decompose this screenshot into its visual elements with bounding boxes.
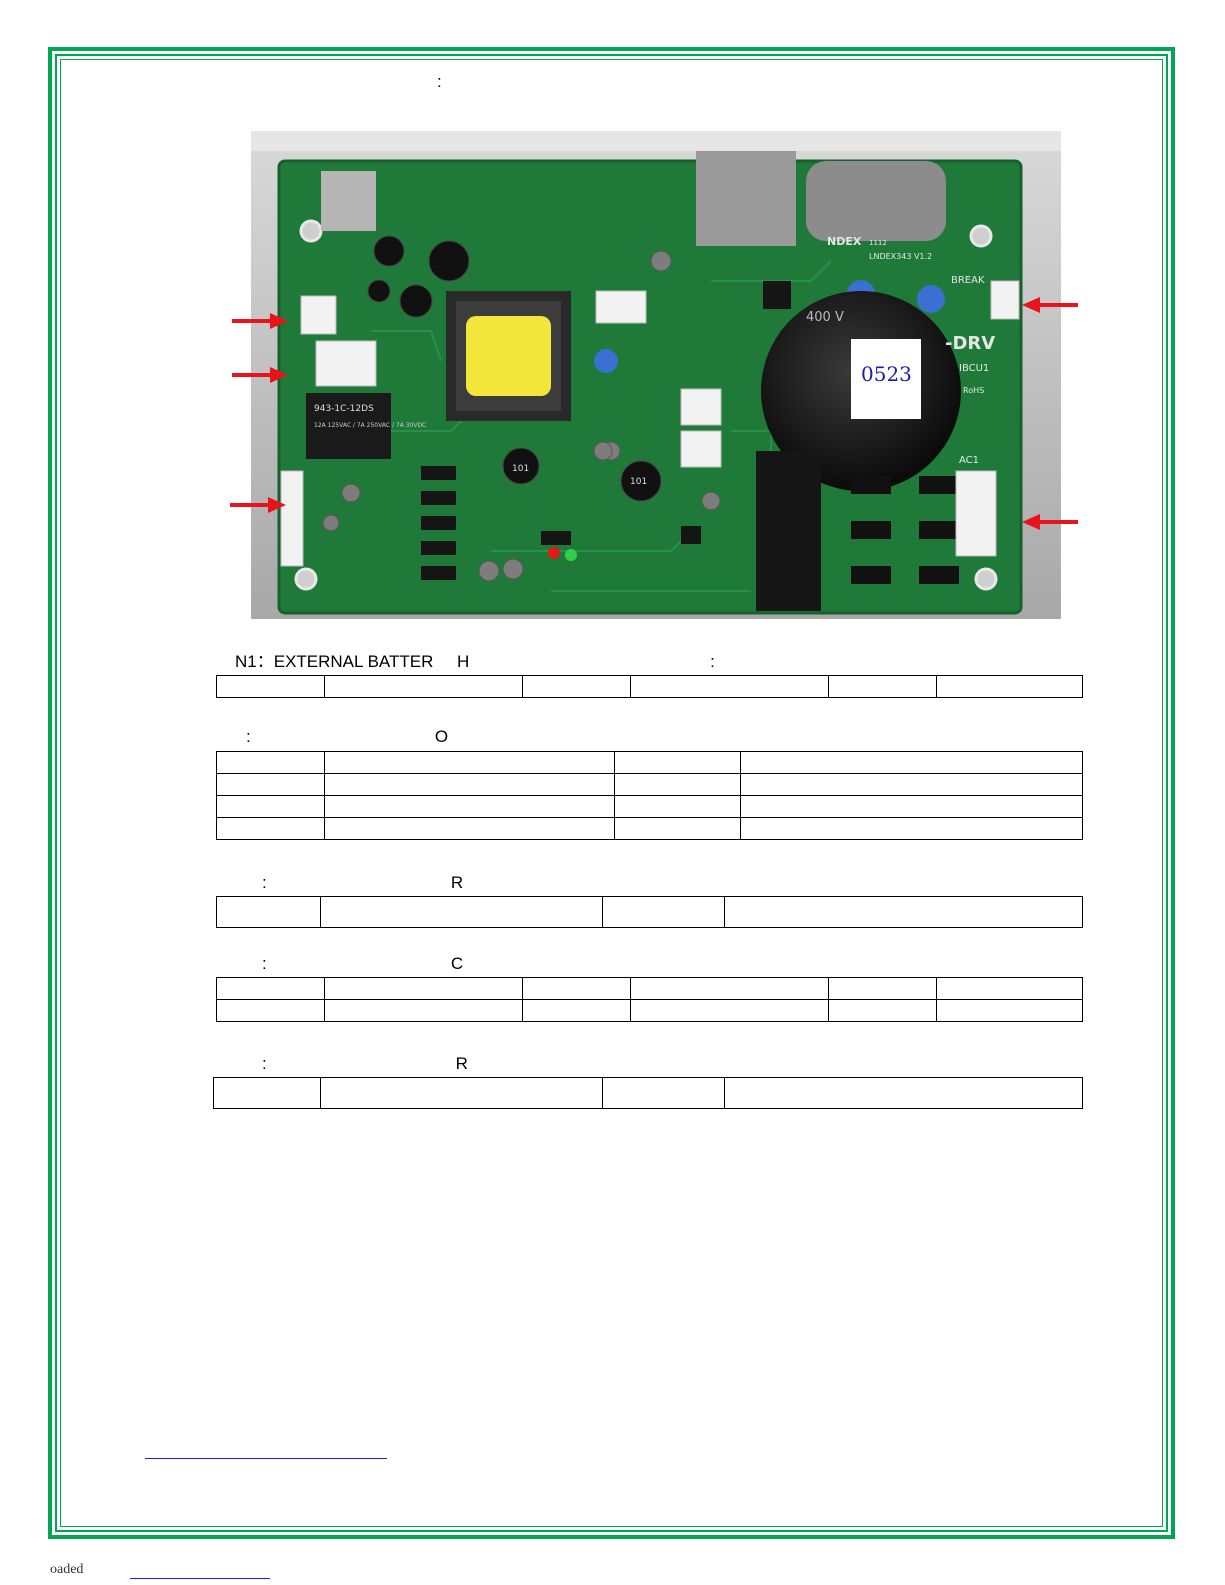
section-heading: : R <box>262 873 464 892</box>
table-row <box>216 896 1083 928</box>
table-cell <box>320 896 603 928</box>
board-sub-text: IBCU1 <box>959 363 989 374</box>
table-cell <box>630 675 829 698</box>
table-cell <box>324 751 615 774</box>
page-border-outer <box>48 47 1175 1539</box>
footer-hyperlink[interactable] <box>130 1578 270 1579</box>
table-cell <box>614 773 741 796</box>
table-cell <box>602 1077 725 1109</box>
page-border-inner <box>60 59 1163 1527</box>
table-cell <box>216 999 325 1022</box>
section-heading: : O <box>246 727 449 746</box>
table-cell <box>936 999 1083 1022</box>
table-cell <box>724 896 1083 928</box>
relay-rating-text: 12A 125VAC / 7A 250VAC / 7A 30VDC <box>314 422 426 429</box>
ac1-text: AC1 <box>959 455 979 466</box>
table-cell <box>216 977 325 1000</box>
pcb-illustration: 943-1C-12DS 12A 125VAC / 7A 250VAC / 7A … <box>251 131 1061 619</box>
arrow-left-icon <box>1022 514 1078 530</box>
table-cell <box>740 795 1083 818</box>
table-row <box>216 795 1083 818</box>
cap-handwritten-text: 0523 <box>861 362 912 386</box>
table-cell <box>522 675 631 698</box>
table-cell <box>324 675 523 698</box>
board-name-text: -DRV <box>945 333 995 354</box>
table-cell <box>614 751 741 774</box>
table-cell <box>213 1077 321 1109</box>
table-cell <box>216 675 325 698</box>
footer-downloaded-text: oaded <box>50 1562 84 1577</box>
table-cell <box>614 795 741 818</box>
relay-model-text: 943-1C-12DS <box>314 404 374 414</box>
table-cell <box>828 977 937 1000</box>
table-cell <box>522 999 631 1022</box>
table-cell <box>602 896 725 928</box>
brand-text: NDEX <box>827 235 862 248</box>
cap-rating-text: 400 V <box>806 310 844 325</box>
table-cell <box>630 999 829 1022</box>
table-cell <box>936 977 1083 1000</box>
table-cell <box>614 817 741 840</box>
spec-table-2 <box>216 751 1083 840</box>
table-row <box>216 773 1083 796</box>
table-cell <box>324 817 615 840</box>
table-cell <box>740 751 1083 774</box>
table-row <box>216 999 1083 1022</box>
spec-table-5 <box>213 1077 1083 1109</box>
arrow-right-icon <box>232 313 288 329</box>
board-model-text: LNDEX343 V1.2 <box>869 252 932 261</box>
break-label-text: BREAK <box>951 275 985 286</box>
table-cell <box>828 999 937 1022</box>
section-heading: N1：EXTERNAL BATTER H : <box>235 652 715 671</box>
spec-table-1 <box>216 675 1083 698</box>
inductor-b-text: 101 <box>512 464 529 474</box>
table-cell <box>216 751 325 774</box>
table-row <box>216 817 1083 840</box>
top-colon: : <box>437 72 442 91</box>
inductor-a-text: 101 <box>630 477 647 487</box>
table-cell <box>630 977 829 1000</box>
table-cell <box>324 795 615 818</box>
arrow-left-icon <box>1022 297 1078 313</box>
table-cell <box>216 773 325 796</box>
table-row <box>213 1077 1083 1109</box>
spec-table-3 <box>216 896 1083 928</box>
table-cell <box>324 977 523 1000</box>
table-cell <box>740 773 1083 796</box>
board-code-text: 1112 <box>869 239 887 247</box>
section-heading: : R <box>262 1054 468 1073</box>
table-cell <box>216 817 325 840</box>
table-cell <box>320 1077 603 1109</box>
section-heading: : C <box>262 954 464 973</box>
table-cell <box>216 896 321 928</box>
table-row <box>216 751 1083 774</box>
table-cell <box>522 977 631 1000</box>
table-cell <box>936 675 1083 698</box>
arrow-right-icon <box>230 497 286 513</box>
table-cell <box>216 795 325 818</box>
table-row <box>216 675 1083 698</box>
table-cell <box>324 773 615 796</box>
table-cell <box>828 675 937 698</box>
table-cell <box>324 999 523 1022</box>
pcb-photo: 943-1C-12DS 12A 125VAC / 7A 250VAC / 7A … <box>251 131 1061 619</box>
page-border-middle <box>55 54 1168 1532</box>
spec-table-4 <box>216 977 1083 1022</box>
rohs-text: RoHS <box>963 386 984 395</box>
arrow-right-icon <box>232 367 288 383</box>
table-cell <box>740 817 1083 840</box>
table-row <box>216 977 1083 1000</box>
table-cell <box>724 1077 1083 1109</box>
hyperlink[interactable] <box>145 1458 387 1459</box>
